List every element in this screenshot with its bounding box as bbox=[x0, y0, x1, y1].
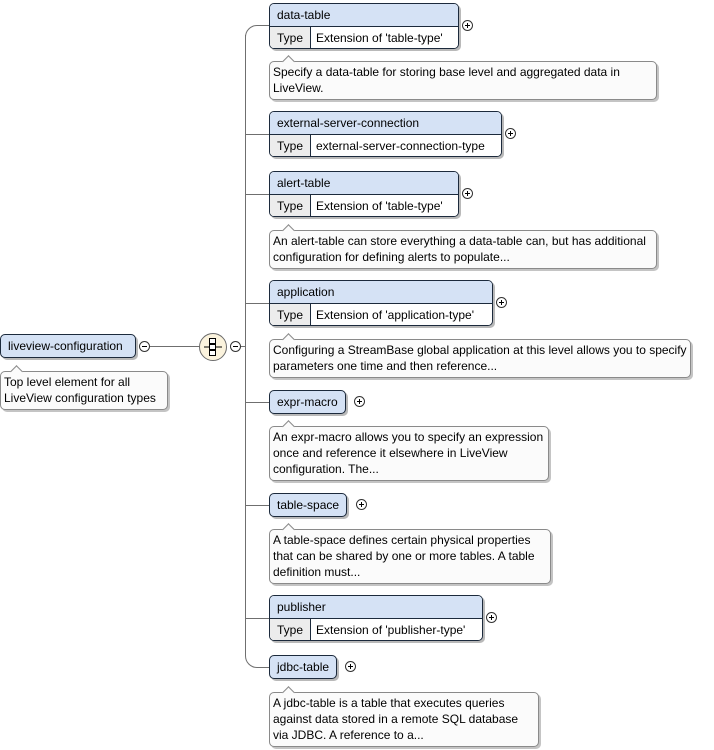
branch-expr-macro bbox=[245, 402, 269, 403]
expand-icon[interactable] bbox=[356, 499, 367, 510]
element-table-space[interactable]: table-space bbox=[269, 493, 348, 517]
element-expr-macro[interactable]: expr-macro bbox=[269, 390, 346, 414]
branch-alert-table bbox=[245, 194, 269, 195]
branch-publisher bbox=[245, 618, 269, 619]
trunk-line bbox=[245, 35, 246, 655]
expand-icon[interactable] bbox=[462, 20, 473, 31]
type-value: external-server-connection-type bbox=[316, 139, 485, 153]
element-name: expr-macro bbox=[277, 395, 338, 409]
type-row: Type Extension of 'table-type' bbox=[270, 194, 458, 216]
documentation-jdbc-table: A jdbc-table is a table that executes qu… bbox=[269, 692, 539, 747]
branch-table-space bbox=[245, 505, 269, 506]
type-value: Extension of 'publisher-type' bbox=[316, 623, 466, 637]
expand-icon[interactable] bbox=[505, 128, 516, 139]
root-element[interactable]: liveview-configuration bbox=[0, 334, 136, 358]
documentation-table-space: A table-space defines certain physical p… bbox=[269, 529, 551, 584]
element-alert-table[interactable]: alert-table Type Extension of 'table-typ… bbox=[269, 171, 459, 217]
element-name: external-server-connection bbox=[270, 112, 501, 134]
trunk-curve-bottom bbox=[245, 654, 270, 668]
type-row: Type Extension of 'application-type' bbox=[270, 303, 492, 325]
sequence-compositor-icon bbox=[204, 338, 222, 356]
expand-icon[interactable] bbox=[486, 612, 497, 623]
expand-icon[interactable] bbox=[462, 188, 473, 199]
compositor-connector bbox=[241, 346, 246, 347]
element-name: application bbox=[270, 281, 492, 303]
trunk-curve-top bbox=[245, 25, 270, 40]
type-value: Extension of 'table-type' bbox=[316, 199, 443, 213]
expand-icon[interactable] bbox=[496, 297, 507, 308]
type-value: Extension of 'table-type' bbox=[316, 31, 443, 45]
element-publisher[interactable]: publisher Type Extension of 'publisher-t… bbox=[269, 595, 483, 641]
branch-application bbox=[245, 303, 269, 304]
collapse-icon[interactable] bbox=[139, 341, 150, 352]
root-connector bbox=[150, 346, 200, 347]
element-external-server-connection[interactable]: external-server-connection Type external… bbox=[269, 111, 502, 157]
expand-icon[interactable] bbox=[354, 396, 365, 407]
element-name: jdbc-table bbox=[277, 660, 330, 674]
element-application[interactable]: application Type Extension of 'applicati… bbox=[269, 280, 493, 326]
element-jdbc-table[interactable]: jdbc-table bbox=[269, 655, 338, 679]
documentation-expr-macro: An expr-macro allows you to specify an e… bbox=[269, 426, 549, 481]
documentation-application: Configuring a StreamBase global applicat… bbox=[269, 339, 691, 378]
root-element-name: liveview-configuration bbox=[8, 339, 123, 353]
element-name: alert-table bbox=[270, 172, 458, 194]
sequence-compositor[interactable] bbox=[199, 333, 227, 361]
type-row: Type Extension of 'table-type' bbox=[270, 26, 458, 48]
expand-icon[interactable] bbox=[345, 661, 356, 672]
element-name: data-table bbox=[270, 4, 458, 26]
documentation-data-table: Specify a data-table for storing base le… bbox=[269, 61, 657, 100]
type-row: Type external-server-connection-type bbox=[270, 134, 501, 156]
branch-external-server-connection bbox=[245, 134, 269, 135]
documentation-alert-table: An alert-table can store everything a da… bbox=[269, 230, 657, 269]
type-row: Type Extension of 'publisher-type' bbox=[270, 618, 482, 640]
root-documentation: Top level element for all LiveView confi… bbox=[0, 371, 168, 410]
element-name: publisher bbox=[270, 596, 482, 618]
compositor-collapse-icon[interactable] bbox=[230, 341, 241, 352]
element-data-table[interactable]: data-table Type Extension of 'table-type… bbox=[269, 3, 459, 49]
type-value: Extension of 'application-type' bbox=[316, 308, 475, 322]
element-name: table-space bbox=[277, 498, 340, 512]
